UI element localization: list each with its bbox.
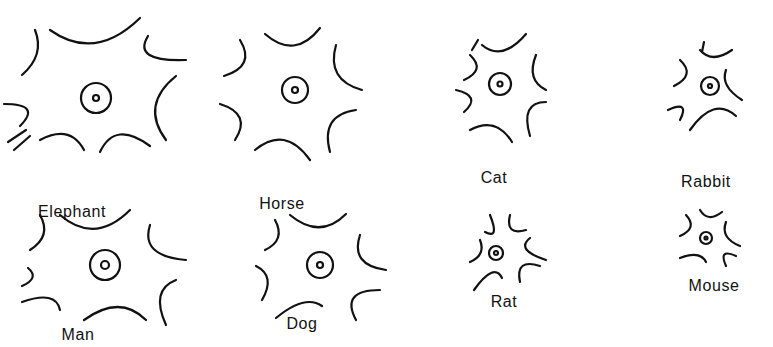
animal-label: Horse (259, 195, 305, 213)
elephant-cell (4, 18, 186, 152)
rat-cell (470, 215, 546, 290)
dog-cell (256, 214, 386, 320)
animal-label: Dog (286, 315, 317, 333)
animal-label: Rat (491, 293, 518, 311)
animal-label: Man (62, 326, 95, 344)
cat-cell (456, 34, 546, 142)
animal-label: Mouse (688, 277, 739, 295)
man-cell (22, 210, 186, 325)
animal-label: Rabbit (681, 173, 731, 191)
animal-label: Cat (481, 169, 508, 187)
mouse-cell (680, 210, 740, 266)
horse-cell (220, 28, 362, 160)
animal-label: Elephant (38, 203, 106, 221)
rabbit-cell (668, 42, 742, 130)
